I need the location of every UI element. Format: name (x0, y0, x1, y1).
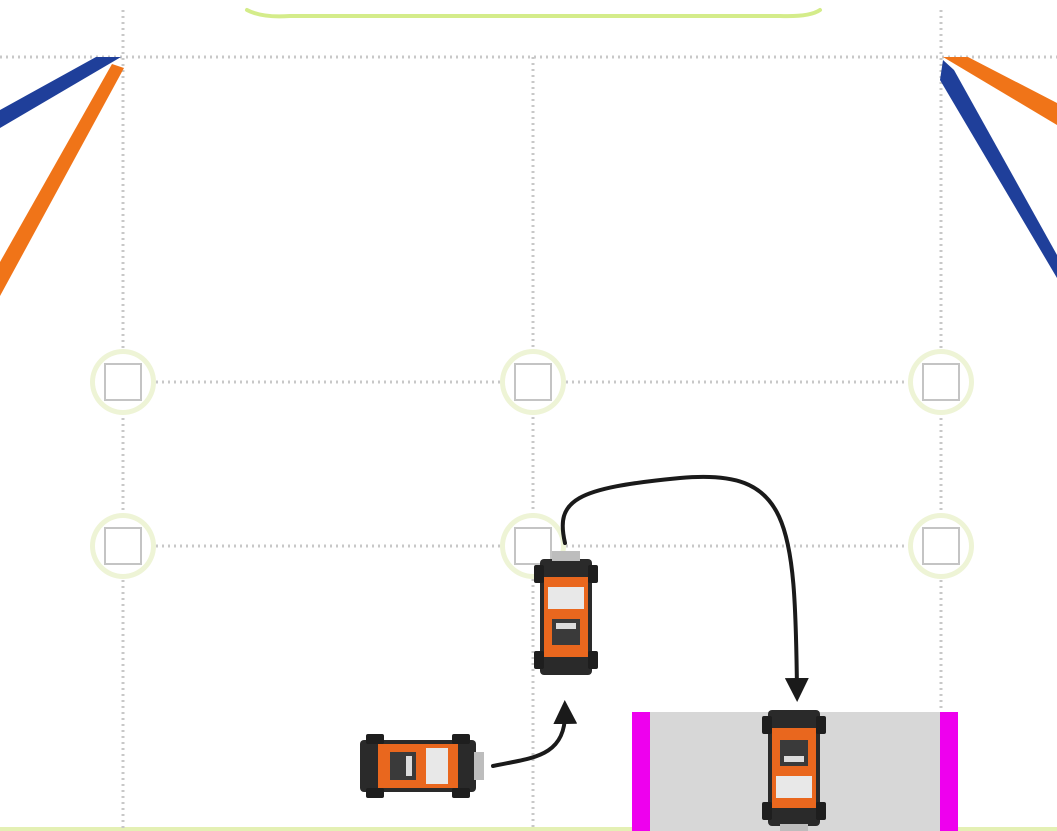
left-ramp-orange (0, 64, 124, 296)
grid-field (0, 10, 1057, 831)
left-ramp (0, 57, 124, 296)
path-middle-to-end (560, 474, 809, 702)
marker-3 (908, 349, 974, 415)
finish-zone-right-edge (940, 712, 958, 831)
left-ramp-blue (0, 57, 121, 128)
robot-start-body (360, 734, 484, 798)
finish-zone-left-edge (632, 712, 650, 831)
right-ramp (940, 57, 1057, 278)
robot-end-body (762, 710, 826, 831)
marker-6 (908, 513, 974, 579)
marker-4 (90, 513, 156, 579)
path-start-to-middle (491, 700, 578, 768)
robot-start (360, 734, 484, 798)
marker-group (90, 349, 974, 579)
robot-end (762, 710, 826, 831)
marker-2 (500, 349, 566, 415)
robot-middle-body (534, 551, 598, 675)
top-boundary-arc (245, 8, 822, 19)
right-ramp-orange (943, 57, 1057, 125)
robot-middle (534, 551, 598, 675)
right-ramp-blue (940, 60, 1057, 278)
marker-1 (90, 349, 156, 415)
